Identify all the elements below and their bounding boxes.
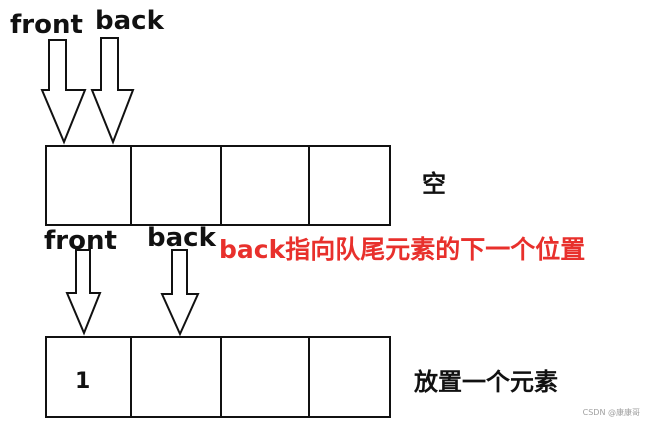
queue-empty-cell-1 — [45, 145, 132, 226]
front-arrow-empty — [40, 39, 87, 145]
back-position-note: back指向队尾元素的下一个位置 — [219, 235, 586, 264]
back-label-empty: back — [95, 6, 164, 36]
back-arrow-empty — [90, 37, 135, 145]
queue-empty-cell-4 — [308, 145, 391, 226]
queue-empty-state-label: 空 — [422, 170, 446, 198]
queue-one-cell-value-1: 1 — [75, 369, 91, 394]
queue-empty-cell-2 — [130, 145, 222, 226]
front-label-one: front — [44, 226, 117, 256]
queue-one-cell-2 — [130, 336, 222, 418]
queue-one-cell-3 — [220, 336, 310, 418]
queue-one-state-label: 放置一个元素 — [414, 368, 558, 396]
queue-empty-cell-3 — [220, 145, 310, 226]
watermark: CSDN @康康哥 — [582, 408, 640, 417]
front-label-empty: front — [10, 10, 83, 40]
front-arrow-one — [65, 249, 102, 336]
queue-one-cell-4 — [308, 336, 391, 418]
back-arrow-one — [160, 249, 200, 337]
back-label-one: back — [147, 223, 216, 253]
